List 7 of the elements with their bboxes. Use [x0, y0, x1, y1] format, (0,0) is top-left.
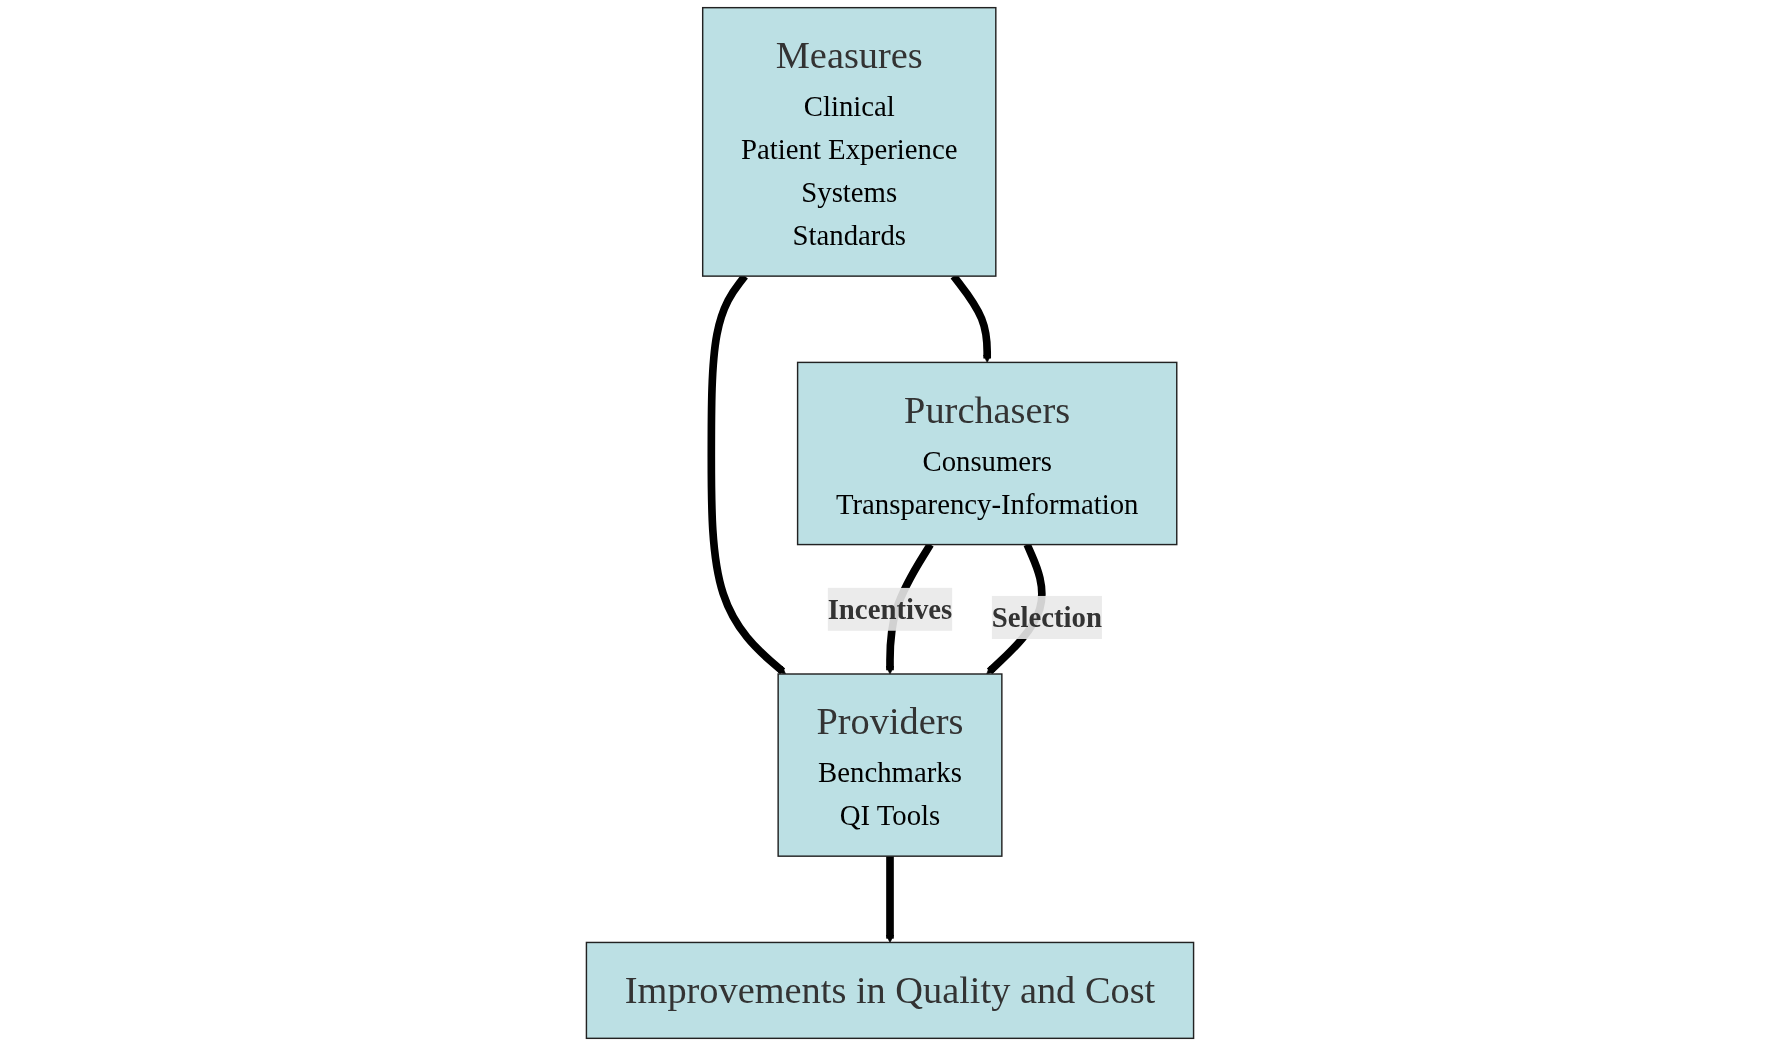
node-box: Purchasers Consumers Transparency-Information	[796, 361, 1178, 546]
arrow	[885, 856, 895, 943]
edge-label: Incentives	[827, 593, 953, 626]
node-box: Measures Clinical Patient Experience Systems Standards	[701, 6, 997, 277]
node-box: Improvements in Quality and Cost	[585, 941, 1195, 1040]
node-box: Providers Benchmarks QI Tools	[777, 673, 1003, 857]
edge-label: Selection	[991, 601, 1102, 634]
